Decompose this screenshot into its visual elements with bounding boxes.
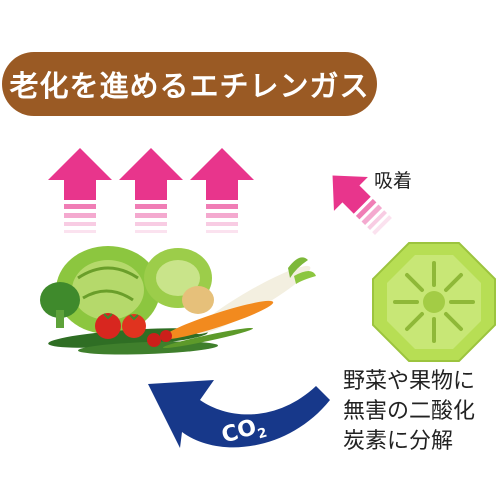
adsorb-down-arrow-icon	[332, 175, 392, 235]
headline-title: 老化を進めるエチレンガス	[9, 69, 370, 103]
ethylene-up-arrow-icon	[48, 148, 112, 233]
filter-device-icon	[372, 242, 496, 362]
caption-line-3: 炭素に分解	[343, 429, 454, 454]
carrot	[162, 300, 274, 340]
ethylene-up-arrows	[48, 148, 254, 233]
caption-line-2: 無害の二酸化	[343, 399, 476, 424]
asparagus	[163, 327, 253, 349]
ethylene-up-arrow-icon	[119, 148, 183, 233]
caption-line-1: 野菜や果物に	[343, 369, 476, 394]
tomato	[95, 313, 121, 339]
headline-banner: 老化を進めるエチレンガス	[2, 52, 377, 116]
broccoli	[40, 282, 80, 318]
adsorb-label: 吸着	[374, 170, 413, 192]
onion	[182, 286, 214, 314]
vegetables-illustration	[40, 246, 316, 355]
ethylene-up-arrow-icon	[190, 148, 254, 233]
co2-return-arrow-icon	[148, 380, 330, 448]
headline-pill-background	[2, 52, 377, 116]
decomposition-caption: 野菜や果物に 無害の二酸化 炭素に分解	[343, 367, 493, 457]
